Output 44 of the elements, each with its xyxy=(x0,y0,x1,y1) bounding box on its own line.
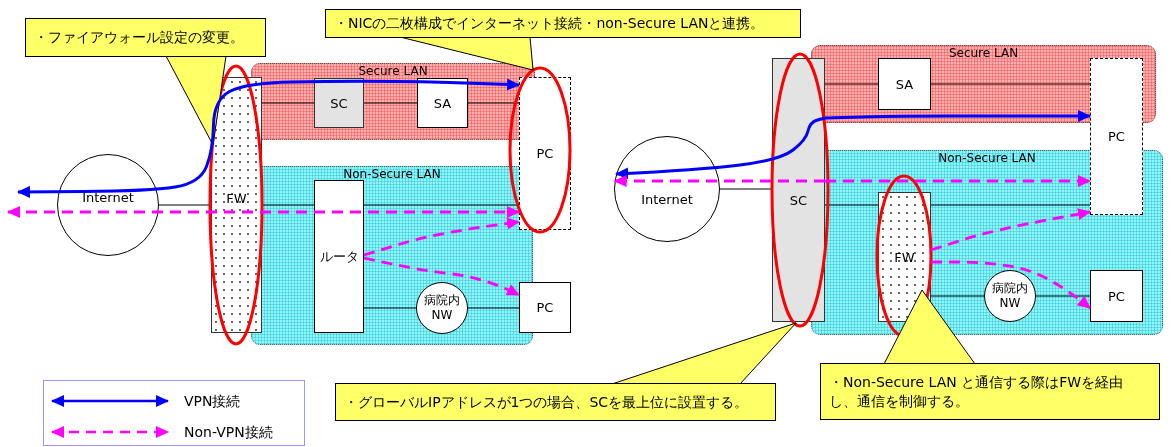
non-vpn-arrow xyxy=(930,208,1091,252)
network-line xyxy=(158,204,212,206)
vpn-arrow xyxy=(824,110,1091,122)
network-line xyxy=(261,102,315,104)
network-line xyxy=(719,188,773,190)
network-circle: Internet xyxy=(614,136,720,242)
network-circle: Internet xyxy=(57,154,159,256)
network-circle: 病院内NW xyxy=(984,270,1036,322)
vpn-arrow xyxy=(17,78,520,198)
network-line xyxy=(1035,295,1091,297)
legend-label: VPN接続 xyxy=(184,392,241,410)
device-box: PC xyxy=(1090,270,1143,322)
vpn-arrow xyxy=(615,116,826,180)
network-line xyxy=(363,102,418,104)
non-vpn-arrow xyxy=(7,206,520,218)
device-box: SA xyxy=(878,58,931,110)
network-line xyxy=(261,204,315,206)
network-line xyxy=(363,307,417,309)
network-line xyxy=(824,83,879,85)
non-vpn-arrow xyxy=(613,175,825,187)
device-box: SA xyxy=(417,78,468,128)
network-line xyxy=(930,83,1091,85)
zone-label: Non-Secure LAN xyxy=(938,151,1036,165)
zone-label: Secure LAN xyxy=(358,64,428,78)
network-line xyxy=(824,204,879,206)
callout-box: ・グローバルIPアドレスが1つの場合、SCを最上位に設置する。 xyxy=(335,383,776,421)
device-box: PC xyxy=(519,282,571,333)
non-vpn-arrow xyxy=(363,256,520,297)
device-box: ルータ xyxy=(314,180,364,333)
device-box: PC xyxy=(519,77,571,230)
network-line xyxy=(467,102,520,104)
zone-label: Secure LAN xyxy=(948,46,1019,60)
legend-label: Non-VPN接続 xyxy=(184,423,273,441)
zone-label: Non-Secure LAN xyxy=(343,167,441,181)
device-box: PC xyxy=(1090,58,1143,215)
non-vpn-arrow xyxy=(931,260,1091,310)
network-circle: 病院内NW xyxy=(416,282,468,334)
callout-box: ・ファイアウォール設定の変更。 xyxy=(25,18,266,57)
device-box: SC xyxy=(314,78,364,128)
network-line xyxy=(930,204,1091,206)
non-vpn-arrow xyxy=(363,217,520,257)
network-line xyxy=(467,307,520,309)
non-vpn-arrow xyxy=(825,175,1091,187)
network-line xyxy=(930,295,985,297)
